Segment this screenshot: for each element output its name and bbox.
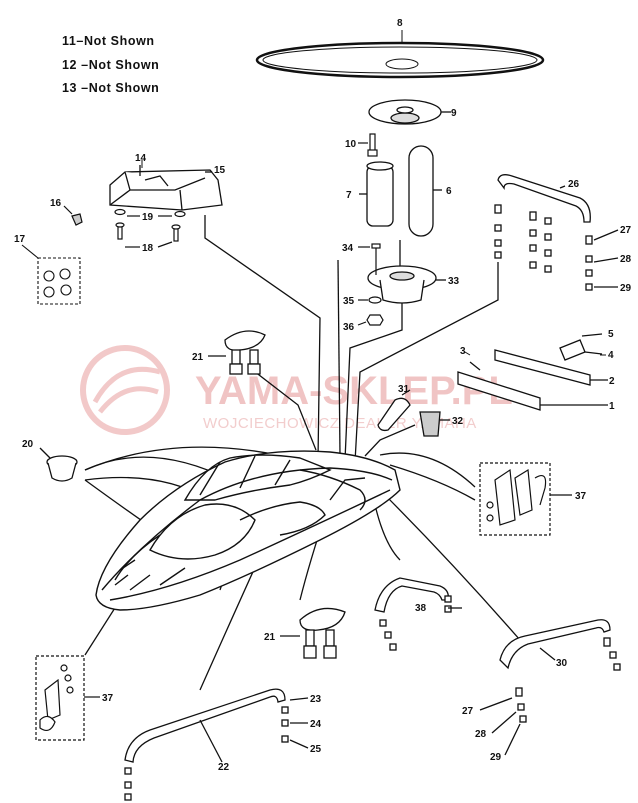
part-30-grab-rail — [479, 619, 621, 756]
part-18-19-fasteners — [114, 208, 186, 248]
part-7-cylinder — [359, 161, 394, 227]
callout-30: 30 — [556, 658, 568, 669]
watermark-logo-mark — [92, 366, 161, 414]
part-21-cleat-lower — [280, 607, 346, 659]
part-33-lower-flange — [367, 265, 446, 304]
callout-20: 20 — [22, 439, 34, 450]
callout-21-lower: 21 — [264, 632, 276, 643]
callout-6: 6 — [446, 186, 452, 197]
part-1-2-rails — [457, 349, 608, 411]
callout-25: 25 — [310, 744, 322, 755]
callout-16: 16 — [50, 198, 62, 209]
callout-4: 4 — [608, 350, 614, 361]
callout-22: 22 — [218, 762, 230, 773]
callout-leaders — [141, 111, 606, 356]
callout-18: 18 — [142, 243, 154, 254]
part-21-cleat-upper — [208, 330, 266, 375]
callout-29-upper: 29 — [620, 283, 632, 294]
callout-23: 23 — [310, 694, 322, 705]
note-not-shown: 11–Not Shown — [62, 34, 155, 48]
callout-27-upper: 27 — [620, 225, 632, 236]
callout-2: 2 — [609, 376, 615, 387]
callout-21-upper: 21 — [192, 352, 204, 363]
callout-27-lower: 27 — [462, 706, 474, 717]
callout-31: 31 — [398, 384, 410, 395]
callout-26: 26 — [568, 179, 580, 190]
cockpit-seat — [149, 503, 256, 560]
part-34-bolt — [358, 243, 381, 275]
callout-36: 36 — [343, 322, 355, 333]
part-14-15-bracket — [109, 165, 223, 211]
callout-7: 7 — [346, 190, 352, 201]
part-37-hardware-right — [479, 462, 572, 536]
callout-9: 9 — [451, 108, 457, 119]
callout-33: 33 — [448, 276, 460, 287]
note-not-shown: 13 –Not Shown — [62, 81, 160, 95]
boat-hull — [95, 450, 401, 611]
note-not-shown: 12 –Not Shown — [62, 57, 160, 72]
part-36-nut — [357, 314, 384, 326]
part-32-bracket — [419, 411, 450, 437]
callout-labels: 1 2 3 4 5 6 7 8 9 10 14 15 16 17 18 19 2… — [14, 18, 632, 773]
callout-28-lower: 28 — [475, 729, 487, 740]
part-31-strap — [377, 389, 411, 432]
callout-35: 35 — [343, 296, 355, 307]
callout-5: 5 — [608, 329, 614, 340]
callout-37-left: 37 — [102, 693, 114, 704]
windshield — [183, 454, 332, 501]
part-6-cylinder — [408, 145, 442, 237]
callout-38: 38 — [415, 603, 427, 614]
part-9-upper-flange — [368, 99, 451, 125]
part-38-grab-rail — [374, 577, 462, 651]
callout-29-lower: 29 — [490, 752, 502, 763]
part-8-cover — [255, 30, 545, 79]
part-26-grab-rail — [494, 174, 619, 291]
callout-14: 14 — [135, 153, 147, 164]
callout-19: 19 — [142, 212, 154, 223]
callout-32: 32 — [452, 416, 464, 427]
part-10-pin — [358, 133, 378, 157]
watermark-logo — [80, 345, 170, 435]
part-16-clip — [63, 205, 83, 226]
hull-outline — [95, 450, 401, 611]
not-shown-notes: 11–Not Shown 12 –Not Shown 13 –Not Shown — [62, 30, 159, 101]
callout-3: 3 — [460, 346, 466, 357]
callout-10: 10 — [345, 139, 357, 150]
part-20-cup-holder — [39, 447, 78, 482]
callout-34: 34 — [342, 243, 354, 254]
part-35-washer — [358, 296, 382, 304]
callout-37-right: 37 — [575, 491, 587, 502]
callout-24: 24 — [310, 719, 322, 730]
part-17-caps-kit — [21, 244, 81, 305]
callout-1: 1 — [609, 401, 615, 412]
callout-28-upper: 28 — [620, 254, 632, 265]
part-22-grab-rail — [124, 688, 309, 801]
callout-15: 15 — [214, 165, 226, 176]
part-4-5-bracket — [559, 333, 603, 361]
part-37-hardware-left — [35, 655, 100, 741]
callout-17: 17 — [14, 234, 26, 245]
callout-8: 8 — [397, 18, 403, 29]
